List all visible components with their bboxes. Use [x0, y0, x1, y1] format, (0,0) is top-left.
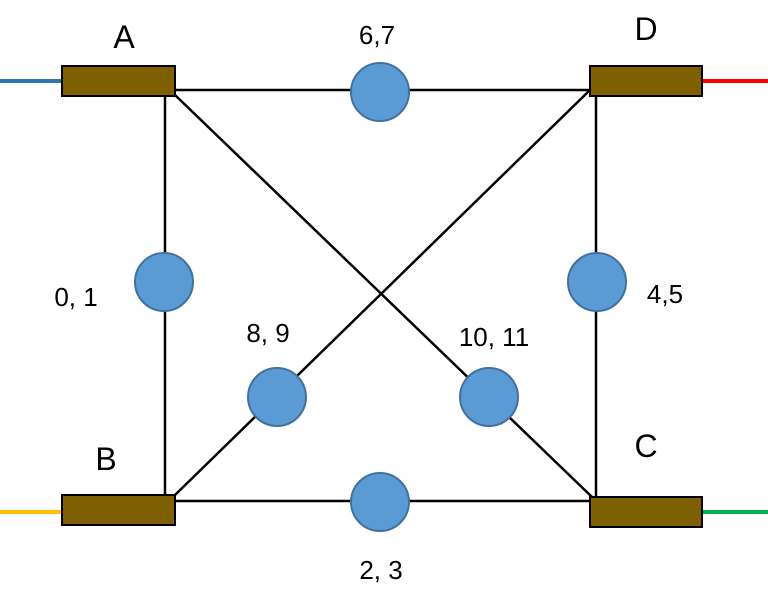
node-c-box: [589, 496, 703, 528]
node-d-box: [589, 65, 703, 97]
edge-label-6-7: 6,7: [359, 20, 395, 50]
edge-label-10-11: 10, 11: [459, 322, 529, 352]
channel-8-9: [247, 367, 307, 427]
node-c-label: C: [634, 428, 657, 464]
node-b-box: [61, 494, 176, 526]
edge-label-4-5: 4,5: [647, 279, 683, 309]
channel-2-3: [350, 472, 410, 532]
node-a-box: [61, 65, 176, 97]
edge-a-c: [174, 94, 593, 498]
node-d-label: D: [634, 11, 657, 47]
channel-10-11: [459, 367, 519, 427]
node-b-label: B: [95, 441, 116, 477]
channel-0-1: [134, 252, 194, 312]
node-a-label: A: [113, 19, 135, 55]
edge-label-2-3: 2, 3: [359, 555, 402, 585]
edge-label-0-1: 0, 1: [54, 282, 97, 312]
edge-label-8-9: 8, 9: [246, 318, 289, 348]
channel-6-7: [350, 62, 410, 122]
channel-4-5: [567, 252, 627, 312]
edge-b-d: [174, 89, 591, 496]
